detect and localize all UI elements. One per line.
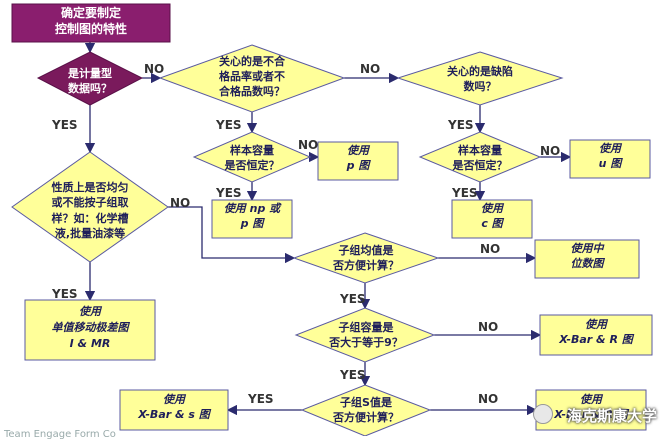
box-use-imr (24, 299, 156, 361)
edge-label-no: NO (298, 138, 319, 152)
diamond-measure (36, 51, 144, 106)
box-use-c (451, 199, 533, 239)
edge-label-no: NO (144, 62, 165, 76)
sample-c-label: 样本容量是否恒定？ (452, 144, 508, 172)
box-use-xs (119, 389, 229, 431)
sample-np-label: 样本容量是否恒定？ (224, 144, 280, 172)
diamond-sd (300, 384, 432, 436)
edge-label-yes: YES (248, 392, 274, 406)
box-use-xr2 (535, 389, 647, 431)
defects-label: 关心的是缺陷数吗？ (447, 65, 513, 93)
box-use-p (317, 141, 399, 181)
box-use-np (211, 199, 293, 239)
edge-label-yes: YES (52, 287, 78, 301)
edge-label-yes: YES (216, 186, 242, 200)
edge-label-no: NO (540, 144, 561, 158)
start-box (11, 3, 171, 43)
defective-label: 关心的是不合格品率或者不合格品数吗？ (219, 55, 285, 98)
diamond-median (292, 232, 440, 284)
edge-label-yes: YES (340, 368, 366, 382)
diamond-homog (11, 151, 169, 263)
box-use-u (569, 139, 651, 179)
edge-label-yes: YES (52, 118, 78, 132)
homog-label: 性质上是否均匀或不能按子组取样？如：化学槽液,批量油漆等 (51, 181, 129, 241)
box-use-xr (539, 314, 653, 356)
watermark: 海克斯康大学 (566, 407, 657, 425)
edge-homog-median (168, 206, 296, 264)
connectors (84, 42, 572, 416)
edge-label-yes: YES (340, 292, 366, 306)
wechat-icon (533, 404, 553, 424)
diamond-size9 (294, 307, 436, 363)
size9-label: 子组容量是否大于等于9？ (329, 321, 403, 349)
diamond-defective (158, 44, 346, 113)
edge-label-no: NO (360, 62, 381, 76)
edge-label-no: NO (170, 196, 191, 210)
measure-label: 是计量型数据吗？ (68, 67, 112, 95)
diamond-sample-c (418, 131, 542, 183)
edge-label-no: NO (478, 392, 499, 406)
footer-text: Team Engage Form Co (4, 429, 116, 440)
edge-label-no: NO (480, 242, 501, 256)
diamond-defects (396, 51, 564, 106)
start-label: 确定要制定控制图的特性 (54, 6, 127, 37)
edge-label-yes: YES (448, 118, 474, 132)
median-label: 子组均值是否方便计算？ (333, 244, 399, 272)
box-use-median (534, 239, 640, 279)
diamond-sample-np (192, 131, 312, 183)
use-median-label: 使用中位数图 (570, 242, 604, 270)
sd-label: 子组S值是否方便计算？ (333, 396, 399, 424)
edge-label-yes: YES (452, 186, 478, 200)
edge-label-yes: YES (216, 118, 242, 132)
edge-label-no: NO (478, 320, 499, 334)
